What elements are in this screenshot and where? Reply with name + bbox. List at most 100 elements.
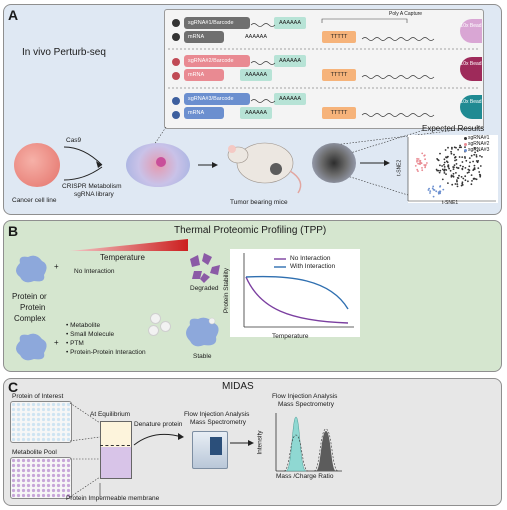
sgrna-pill-1: sgRNA#1/Barcode — [184, 17, 250, 29]
tsne-axes — [407, 137, 496, 202]
legend-dot-3 — [464, 149, 467, 152]
tsne-point-cluster-1 — [441, 178, 444, 181]
tsne-point-cluster-1 — [475, 178, 478, 181]
tsne-point-cluster-1 — [452, 168, 455, 170]
tsne-point-cluster-1 — [443, 158, 446, 161]
no-interaction-curve — [245, 276, 349, 324]
tsne-point-cluster-1 — [457, 148, 459, 151]
tsne-point-cluster-1 — [472, 160, 474, 163]
tsne-point-cluster-1 — [449, 169, 452, 172]
tsne-point-cluster-1 — [461, 156, 464, 158]
ms-label-1: Mass Spectrometry — [190, 419, 246, 426]
degraded-protein-fragments — [190, 253, 220, 283]
tsne-point-cluster-1 — [464, 179, 467, 182]
tsne-point-cluster-1 — [447, 165, 449, 167]
intensity-label: Intensity — [256, 430, 264, 455]
tsne-point-cluster-1 — [456, 183, 459, 185]
tsne-point-cluster-2 — [416, 159, 418, 162]
tsne-point-cluster-2 — [417, 158, 420, 160]
ligand-text-4: Protein-Protein Interaction — [70, 349, 146, 356]
protein-of-interest-label: Protein of Interest — [12, 393, 64, 400]
tsne-point-cluster-1 — [443, 166, 446, 168]
protein-plate — [10, 401, 72, 443]
xlabel-temperature: Temperature — [272, 333, 309, 340]
tsne-point-cluster-1 — [458, 174, 460, 177]
tsne-point-cluster-3 — [429, 192, 431, 194]
tsne-point-cluster-1 — [461, 161, 464, 163]
ms-label-2: Mass Spectrometry — [278, 401, 334, 408]
tsne1-label: t-SNE1 — [442, 200, 459, 206]
metabolite-pool-label: Metabolite Pool — [12, 449, 57, 456]
tsne-point-cluster-1 — [470, 154, 473, 157]
tsne-point-cluster-1 — [458, 156, 461, 158]
ligand-item-ppi: • Protein-Protein Interaction — [66, 349, 146, 356]
equilibrium-beaker — [100, 421, 132, 479]
tsne-point-cluster-1 — [443, 170, 446, 172]
bead-3: 10x Bead — [460, 95, 482, 119]
engineered-cell-core — [156, 157, 166, 167]
tsne-point-cluster-1 — [475, 160, 478, 162]
tsne-point-cluster-1 — [477, 167, 480, 169]
ylabel-protein-stability: Protein Stability — [223, 267, 231, 314]
tsne-point-cluster-1 — [451, 183, 454, 186]
tsne-point-cluster-1 — [456, 185, 459, 188]
tsne-point-cluster-1 — [454, 156, 457, 158]
denature-label: Denature protein — [134, 421, 183, 428]
ligand-text-3: PTM — [70, 340, 84, 347]
tsne-point-cluster-1 — [441, 168, 444, 171]
ligand-item-small-molecule: • Small Molecule — [66, 331, 115, 338]
tsne-point-cluster-2 — [421, 169, 424, 172]
tsne-point-cluster-3 — [432, 195, 435, 198]
legend-no-interaction: No Interaction — [290, 255, 331, 262]
tsne-point-cluster-1 — [468, 157, 471, 159]
panel-a-letter: A — [8, 7, 19, 23]
tsne-point-cluster-2 — [419, 159, 422, 162]
tsne-point-cluster-1 — [474, 151, 476, 154]
tsne-point-cluster-1 — [454, 159, 456, 162]
tumor-cell-cluster — [312, 143, 356, 183]
mass-spectrum-chart — [275, 413, 342, 472]
tsne-point-cluster-1 — [460, 146, 462, 149]
tsne-point-cluster-1 — [469, 161, 471, 164]
panel-b-title: Thermal Proteomic Profiling (TPP) — [174, 225, 327, 236]
cancer-cell-line-label: Cancer cell line — [12, 197, 57, 204]
tsne-point-cluster-1 — [443, 172, 446, 174]
tsne-point-cluster-1 — [457, 167, 459, 170]
mouse-icon — [227, 142, 302, 194]
ligand-item-metabolite: • Metabolite — [66, 322, 101, 329]
tsne-point-cluster-2 — [417, 162, 419, 165]
tsne-point-cluster-1 — [473, 153, 476, 156]
tsne-point-cluster-1 — [479, 175, 482, 178]
no-interaction-label: No Interaction — [74, 268, 115, 275]
mrna-pill-3: mRNA — [184, 107, 224, 119]
tsne-point-cluster-1 — [478, 171, 481, 173]
panel-a: A In vivo Perturb-seq Poly A Capture sgR… — [3, 4, 502, 215]
legend-with-interaction: With Interaction — [290, 263, 336, 270]
molecule-circle-2 — [160, 321, 171, 332]
tsne-point-cluster-1 — [446, 161, 449, 164]
tsne-point-cluster-1 — [445, 173, 447, 175]
tsne-point-cluster-1 — [447, 146, 449, 149]
mrna-pill-2: mRNA — [184, 69, 224, 81]
molecule-circle-3 — [148, 325, 159, 336]
molecule-circle-1 — [150, 313, 161, 324]
tumor-mice-label: Tumor bearing mice — [230, 199, 288, 206]
tsne-point-cluster-2 — [424, 165, 427, 167]
tsne-legend-1: sgRNA#1 — [468, 135, 490, 141]
tsne-point-cluster-1 — [475, 154, 478, 156]
tsne-point-cluster-1 — [456, 177, 459, 179]
tsne-point-cluster-2 — [423, 154, 426, 157]
tsne-point-cluster-3 — [432, 185, 435, 188]
degraded-label: Degraded — [190, 285, 219, 292]
with-interaction-curve — [245, 275, 349, 310]
tsne-point-cluster-2 — [416, 168, 419, 171]
ligand-item-ptm: • PTM — [66, 340, 84, 347]
tsne-legend-3: sgRNA#3 — [468, 147, 490, 153]
tsne-point-cluster-1 — [472, 177, 475, 180]
tsne-point-cluster-1 — [441, 165, 443, 167]
row-dividers — [168, 19, 478, 119]
tsne-point-cluster-1 — [444, 149, 447, 151]
polyt-1: TTTTT — [322, 31, 356, 43]
tsne-point-cluster-3 — [431, 187, 434, 190]
poly-a-capture-label: Poly A Capture — [389, 11, 423, 17]
